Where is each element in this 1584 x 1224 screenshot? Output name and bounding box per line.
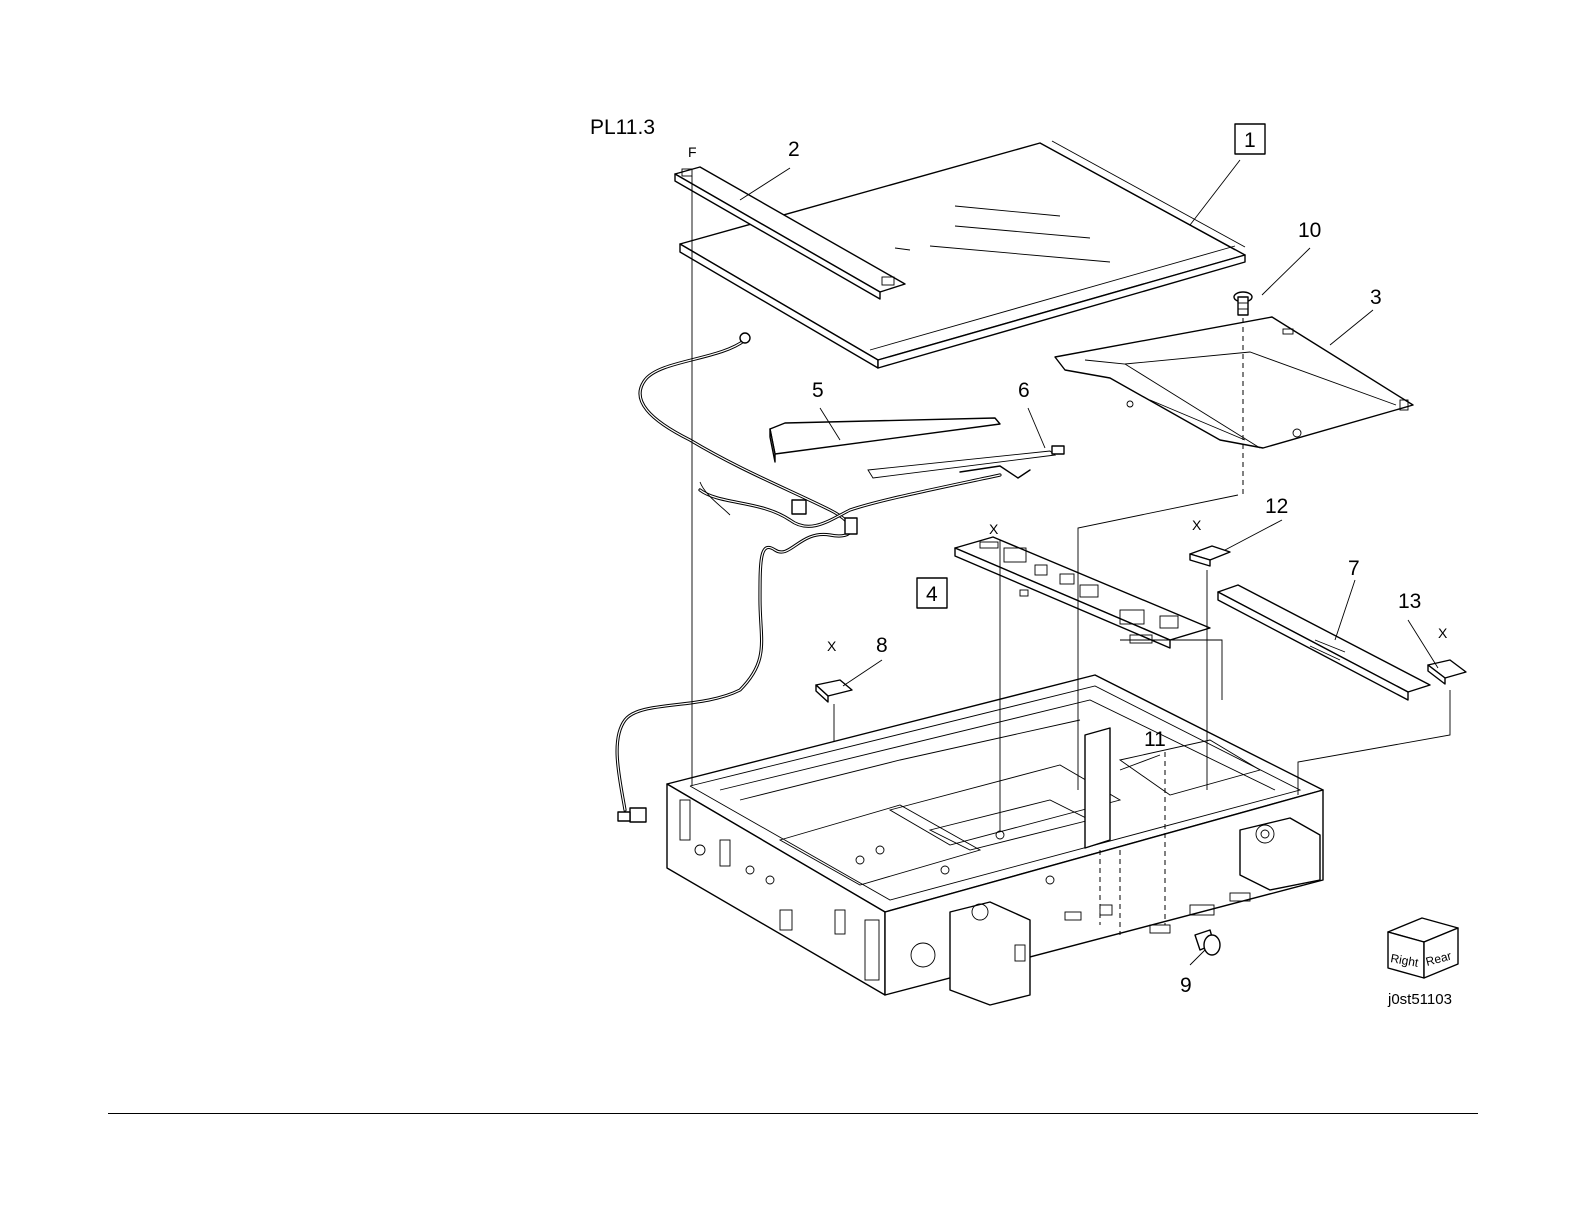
harness-part-6 (868, 446, 1064, 478)
bracket-part-13 (1428, 660, 1466, 684)
x-marker-pcb: X (989, 521, 999, 537)
clip-part-12 (1190, 546, 1230, 566)
callout-3: 3 (1370, 286, 1382, 309)
cover-plate-part (1055, 317, 1413, 448)
chassis-base-frame (667, 675, 1323, 1005)
strip-part-5 (770, 418, 1000, 462)
callout-4: 4 (926, 583, 938, 606)
callout-10: 10 (1298, 219, 1321, 242)
pcb-part-4 (955, 537, 1210, 648)
callout-2: 2 (788, 138, 800, 161)
callout-6: 6 (1018, 379, 1030, 402)
screw-part-10 (1234, 292, 1252, 315)
platen-glass-part (680, 141, 1245, 368)
callout-5: 5 (812, 379, 824, 402)
bottom-rule (108, 1113, 1478, 1114)
callout-12: 12 (1265, 495, 1288, 518)
callout-11: 11 (1144, 728, 1166, 751)
drawing-id: j0st51103 (1387, 991, 1452, 1008)
plate-label: PL11.3 (590, 116, 655, 139)
callout-1: 1 (1244, 129, 1256, 152)
x-marker-8: X (827, 638, 837, 654)
callout-9: 9 (1180, 974, 1192, 997)
callout-13: 13 (1398, 590, 1421, 613)
callout-8: 8 (876, 634, 888, 657)
front-marker: F (688, 144, 697, 160)
orientation-cube-icon: Right Rear (1388, 918, 1458, 978)
x-marker-13: X (1438, 625, 1448, 641)
x-marker-12: X (1192, 517, 1202, 533)
callout-7: 7 (1348, 557, 1360, 580)
screw-part-9 (1195, 930, 1220, 955)
